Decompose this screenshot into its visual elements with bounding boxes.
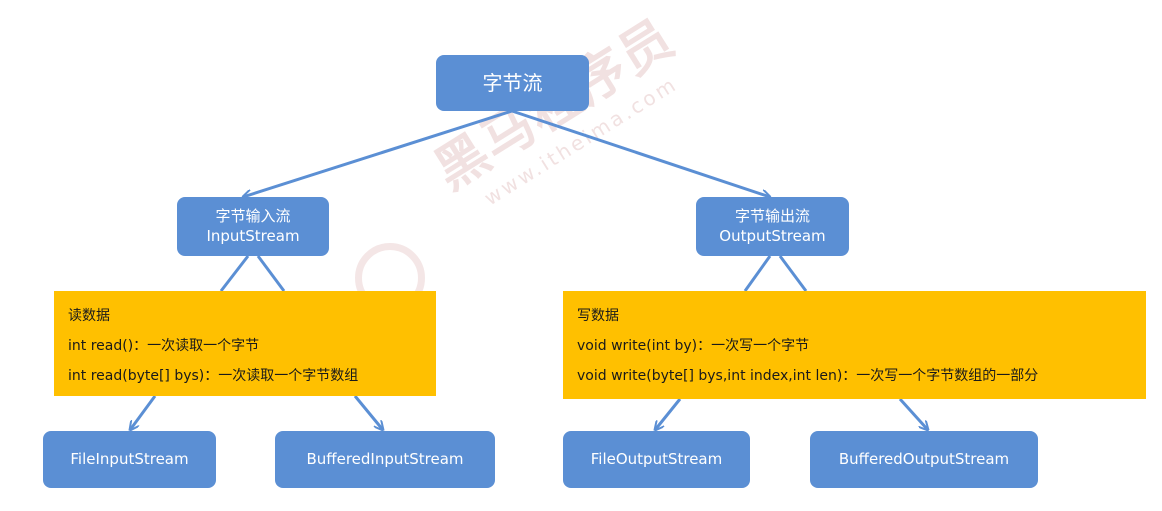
output-stream-title: 字节输出流 xyxy=(734,207,810,225)
connector-input-panel-to-file xyxy=(130,395,157,430)
file-input-stream-label: FileInputStream xyxy=(70,449,189,468)
buffered-input-stream-node: BufferedInputStream xyxy=(275,431,495,488)
write-method-line: void write(byte[] bys,int index,int len)… xyxy=(577,368,1039,384)
output-stream-node: 字节输出流 OutputStream xyxy=(696,197,849,256)
buffered-output-stream-label: BufferedOutputStream xyxy=(838,449,1010,468)
buffered-input-stream-label: BufferedInputStream xyxy=(306,449,464,468)
output-stream-class: OutputStream xyxy=(719,226,826,245)
read-panel-heading: 读数据 xyxy=(68,308,110,324)
connector-input-panel-to-buffered xyxy=(353,395,383,430)
connector-root-to-input xyxy=(243,109,513,197)
buffered-output-stream-node: BufferedOutputStream xyxy=(810,431,1038,488)
file-output-stream-label: FileOutputStream xyxy=(590,449,723,468)
connector-output-panel-to-file xyxy=(655,398,682,430)
file-output-stream-node: FileOutputStream xyxy=(563,431,750,488)
read-methods-panel: 读数据 int read()：一次读取一个字节 int read(byte[] … xyxy=(54,291,436,396)
root-label: 字节流 xyxy=(482,71,543,95)
input-stream-title: 字节输入流 xyxy=(215,207,291,225)
write-methods-panel: 写数据 void write(int by)：一次写一个字节 void writ… xyxy=(563,291,1146,399)
input-stream-node: 字节输入流 InputStream xyxy=(177,197,329,256)
connector-output-panel-to-buffered xyxy=(898,397,928,430)
connector-output-to-panel-right xyxy=(778,255,808,292)
read-method-line: int read()：一次读取一个字节 xyxy=(68,338,260,354)
input-stream-class: InputStream xyxy=(206,226,300,245)
connector-input-to-panel-right xyxy=(256,255,286,292)
write-method-line: void write(int by)：一次写一个字节 xyxy=(577,338,810,354)
read-method-line: int read(byte[] bys)：一次读取一个字节数组 xyxy=(68,368,359,384)
write-panel-heading: 写数据 xyxy=(577,308,619,324)
root-node: 字节流 xyxy=(436,55,589,111)
connector-output-to-panel-left xyxy=(743,255,772,292)
connector-root-to-output xyxy=(511,109,770,197)
connector-input-to-panel-left xyxy=(219,255,250,292)
file-input-stream-node: FileInputStream xyxy=(43,431,216,488)
